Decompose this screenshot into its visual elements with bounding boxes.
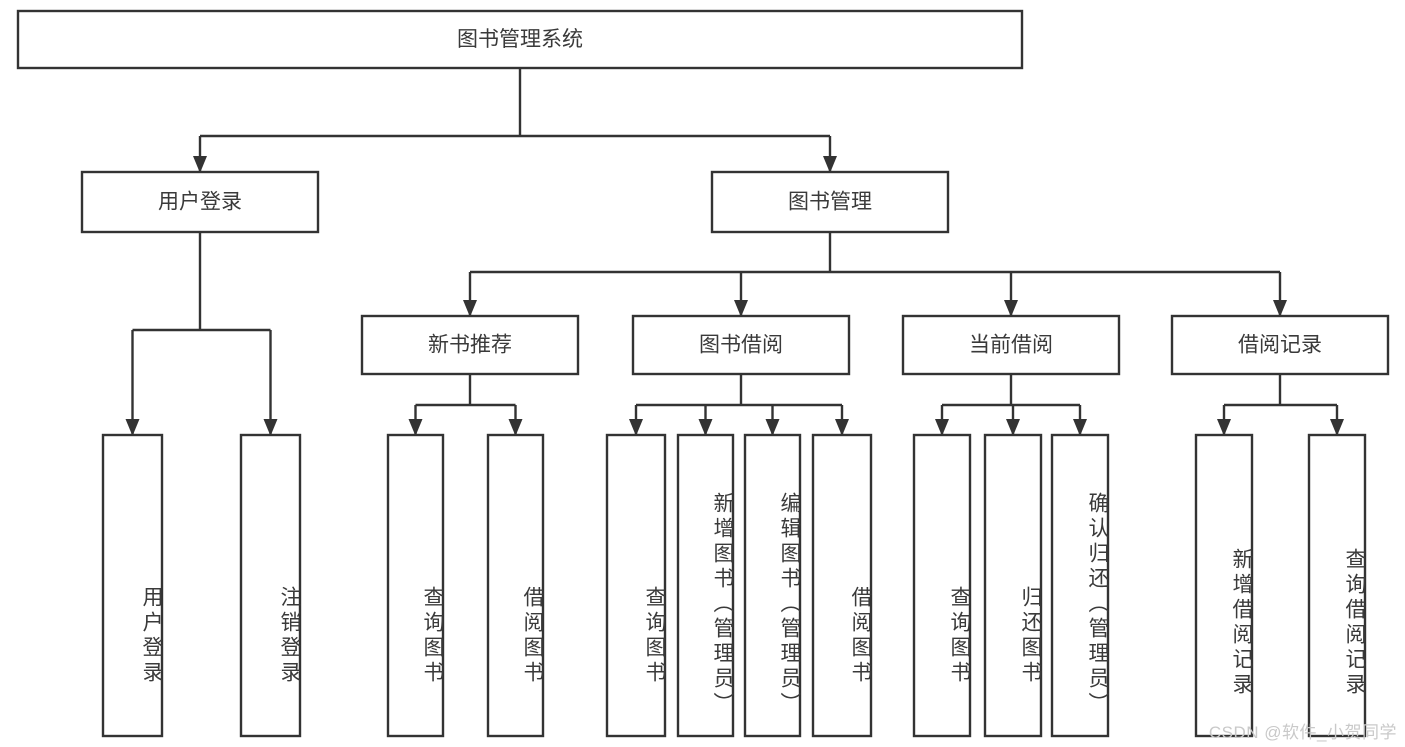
node-box-new-book-recommend[interactable]	[360, 314, 580, 376]
node-box-root[interactable]	[16, 9, 1024, 70]
node-box-recommend-borrow-book[interactable]	[486, 433, 545, 738]
arrow-head-icon	[629, 419, 643, 436]
arrow-head-icon	[698, 419, 713, 436]
arrow-head-icon	[1273, 300, 1287, 317]
arrow-head-icon	[1330, 419, 1344, 436]
node-box-book-manage[interactable]	[710, 170, 950, 234]
arrow-head-icon	[193, 156, 207, 173]
node-box-borrow-record[interactable]	[1170, 314, 1390, 376]
arrow-head-icon	[1004, 300, 1018, 317]
node-box-borrow-edit-book[interactable]	[743, 433, 802, 738]
arrow-head-icon	[263, 419, 278, 436]
node-box-record-add[interactable]	[1194, 433, 1254, 738]
arrow-head-icon	[1073, 419, 1087, 436]
arrow-head-icon	[1217, 419, 1231, 436]
node-label-book-borrow: 图书借阅	[699, 334, 783, 357]
node-box-current-borrow[interactable]	[901, 314, 1121, 376]
node-box-record-query[interactable]	[1307, 433, 1367, 738]
node-label-root: 图书管理系统	[457, 28, 583, 51]
node-box-user-login-leaf[interactable]	[101, 433, 164, 738]
node-label-current-borrow: 当前借阅	[969, 334, 1053, 357]
node-box-current-query-book[interactable]	[912, 433, 972, 738]
node-box-current-confirm-return[interactable]	[1050, 433, 1110, 738]
node-box-borrow-add-book[interactable]	[676, 433, 735, 738]
node-box-borrow-borrow-book[interactable]	[811, 433, 873, 738]
arrow-head-icon	[935, 419, 949, 436]
node-label-user-login: 用户登录	[158, 191, 242, 214]
arrow-head-icon	[463, 300, 477, 317]
node-label-new-book-recommend: 新书推荐	[428, 334, 512, 357]
csdn-watermark: CSDN @软件_小贺同学	[1208, 723, 1397, 742]
node-box-borrow-query-book[interactable]	[605, 433, 667, 738]
node-box-current-return-book[interactable]	[983, 433, 1043, 738]
arrow-head-icon	[408, 419, 423, 436]
node-label-borrow-record: 借阅记录	[1238, 334, 1322, 357]
arrow-head-icon	[823, 156, 837, 173]
node-label-book-manage: 图书管理	[788, 191, 872, 214]
node-box-logout-leaf[interactable]	[239, 433, 302, 738]
arrow-head-icon	[1006, 419, 1020, 436]
node-box-book-borrow[interactable]	[631, 314, 851, 376]
arrow-head-icon	[835, 419, 849, 436]
arrow-head-icon	[125, 419, 140, 436]
arrow-head-icon	[508, 419, 523, 436]
arrow-head-icon	[734, 300, 748, 317]
arrow-head-icon	[765, 419, 780, 436]
node-box-recommend-query-book[interactable]	[386, 433, 445, 738]
